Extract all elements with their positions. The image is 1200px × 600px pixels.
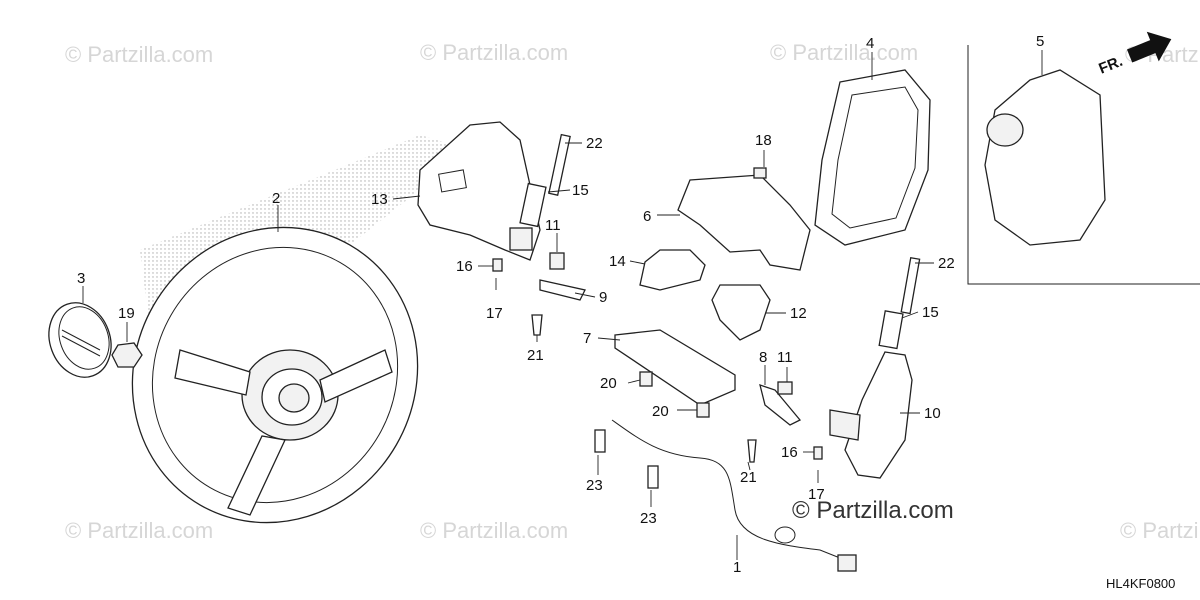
callout-23-left: 23 bbox=[586, 477, 603, 494]
steering-boot bbox=[984, 69, 1106, 246]
watermark-top-center: © Partzilla.com bbox=[420, 40, 568, 65]
callout-10: 10 bbox=[924, 405, 941, 422]
callout-12: 12 bbox=[790, 305, 807, 322]
callout-7: 7 bbox=[583, 330, 591, 347]
callout-11-upper: 11 bbox=[545, 217, 561, 234]
watermark-top-left: © Partzilla.com bbox=[65, 42, 213, 67]
nut bbox=[111, 342, 143, 368]
fr-label: FR. bbox=[1096, 53, 1125, 78]
callout-15-upper: 15 bbox=[572, 182, 589, 199]
screw-top bbox=[753, 167, 767, 179]
watermark-bottom-center: © Partzilla.com bbox=[420, 518, 568, 543]
diagram-code: HL4KF0800 bbox=[1106, 576, 1175, 591]
harness-connector bbox=[837, 554, 857, 572]
callout-16-right: 16 bbox=[781, 444, 798, 461]
wire-harness bbox=[611, 419, 846, 561]
callout-23-right: 23 bbox=[640, 510, 657, 527]
spring-small-left bbox=[492, 258, 503, 272]
callout-21-left: 21 bbox=[527, 347, 544, 364]
arrow-icon bbox=[1126, 31, 1172, 63]
bracket-right bbox=[711, 284, 771, 341]
bolt-upper-left bbox=[548, 133, 571, 196]
callout-22-upper: 22 bbox=[586, 135, 603, 152]
clip-lower bbox=[696, 402, 710, 418]
watermark-bottom-right: © Partzilla.com bbox=[1120, 518, 1200, 543]
callout-14: 14 bbox=[609, 253, 626, 270]
callout-16-left: 16 bbox=[456, 258, 473, 275]
watermark-layer: © Partzilla.com © Partzilla.com © Partzi… bbox=[65, 40, 1200, 543]
callout-19: 19 bbox=[118, 305, 135, 322]
callout-17-left: 17 bbox=[486, 305, 503, 322]
screw-lower-left bbox=[594, 429, 606, 453]
inset-frame bbox=[967, 45, 1200, 285]
callout-labels: 1 2 3 4 5 6 7 8 9 10 11 11 12 13 14 15 1… bbox=[77, 33, 1044, 576]
callout-21-right: 21 bbox=[740, 469, 757, 486]
bracket-left bbox=[639, 249, 706, 291]
column-cover bbox=[677, 174, 811, 271]
callout-18: 18 bbox=[755, 132, 772, 149]
spring-small-right bbox=[813, 446, 823, 460]
bracket-upper-left bbox=[509, 227, 533, 251]
callout-20-upper: 20 bbox=[600, 375, 617, 392]
left-paddle-cover bbox=[417, 121, 541, 261]
callout-9: 9 bbox=[599, 289, 607, 306]
lever-right bbox=[759, 384, 802, 426]
pad bbox=[814, 69, 931, 246]
pin-right bbox=[747, 439, 757, 463]
lever-left bbox=[539, 279, 586, 301]
callout-6: 6 bbox=[643, 208, 651, 225]
callout-13: 13 bbox=[371, 191, 388, 208]
callout-4: 4 bbox=[866, 35, 874, 52]
callout-20-lower: 20 bbox=[652, 403, 669, 420]
callout-1: 1 bbox=[733, 559, 741, 576]
watermark-bottom-left: © Partzilla.com bbox=[65, 518, 213, 543]
leader-lines bbox=[82, 50, 1043, 560]
collar-upper-left bbox=[519, 182, 547, 228]
clip-upper bbox=[639, 371, 653, 387]
callout-17-right: 17 bbox=[808, 486, 825, 503]
collar-lower-right bbox=[878, 310, 904, 350]
steering-wheel bbox=[131, 226, 419, 524]
callout-11-lower: 11 bbox=[777, 349, 793, 366]
callout-2: 2 bbox=[272, 190, 280, 207]
horn-cap bbox=[48, 302, 112, 378]
callout-22-lower: 22 bbox=[938, 255, 955, 272]
spring-upper-left bbox=[549, 252, 565, 270]
callout-15-lower: 15 bbox=[922, 304, 939, 321]
spring-right bbox=[777, 381, 793, 395]
screw-lower-right bbox=[647, 465, 659, 489]
pin-left bbox=[531, 314, 543, 336]
brand-watermark: © Partzilla.com bbox=[792, 497, 954, 524]
callout-8: 8 bbox=[759, 349, 767, 366]
callout-3: 3 bbox=[77, 270, 85, 287]
callout-5: 5 bbox=[1036, 33, 1044, 50]
base-plate bbox=[614, 329, 736, 406]
bolt-lower-right bbox=[900, 256, 921, 315]
watermark-top-right: © Partzilla.com bbox=[770, 40, 918, 65]
